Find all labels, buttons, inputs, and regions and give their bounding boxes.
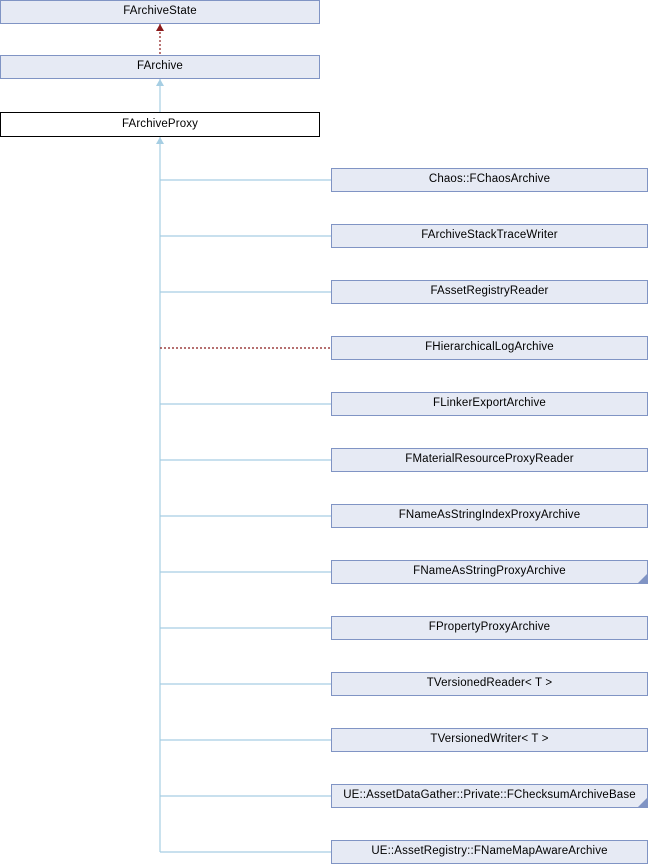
class-node-label: FArchiveState (123, 5, 197, 18)
class-node-farchivestate[interactable]: FArchiveState (0, 0, 320, 24)
class-node-label: FAssetRegistryReader (430, 285, 549, 298)
class-node-label: FHierarchicalLogArchive (425, 341, 554, 354)
class-node-label: FPropertyProxyArchive (428, 621, 551, 634)
corner-fold-icon (638, 574, 647, 583)
class-node-fnameasstringproxyarchive[interactable]: FNameAsStringProxyArchive (331, 560, 648, 584)
class-node-label: TVersionedWriter< T > (430, 733, 549, 746)
corner-fold-icon (638, 798, 647, 807)
class-node-flinkerexportarchive[interactable]: FLinkerExportArchive (331, 392, 648, 416)
class-node-label: UE::AssetRegistry::FNameMapAwareArchive (371, 845, 608, 858)
class-node-fnameasstringindexproxyarchive[interactable]: FNameAsStringIndexProxyArchive (331, 504, 648, 528)
class-node-label: FLinkerExportArchive (433, 397, 546, 410)
class-node-farchivestacktracewriter[interactable]: FArchiveStackTraceWriter (331, 224, 648, 248)
class-node-label: FNameAsStringProxyArchive (413, 565, 566, 578)
class-node-fhierarchicallogarchive[interactable]: FHierarchicalLogArchive (331, 336, 648, 360)
class-node-tversionedreader[interactable]: TVersionedReader< T > (331, 672, 648, 696)
class-node-ue-assetdatagather-private-fchecksumarchivebase[interactable]: UE::AssetDataGather::Private::FChecksumA… (331, 784, 648, 808)
class-node-farchive[interactable]: FArchive (0, 55, 320, 79)
class-node-tversionedwriter[interactable]: TVersionedWriter< T > (331, 728, 648, 752)
class-node-label: FMaterialResourceProxyReader (405, 453, 574, 466)
class-node-label: FArchive (137, 60, 183, 73)
class-node-label: Chaos::FChaosArchive (428, 173, 551, 186)
class-node-chaos-fchaosarchive[interactable]: Chaos::FChaosArchive (331, 168, 648, 192)
class-node-farchiveproxy[interactable]: FArchiveProxy (0, 112, 320, 137)
arrowhead-farchive-to-farchivestate (156, 24, 164, 31)
class-node-fpropertyproxyarchive[interactable]: FPropertyProxyArchive (331, 616, 648, 640)
arrowhead-trunk-to-farchiveproxy (156, 137, 164, 144)
class-node-fassetregistryreader[interactable]: FAssetRegistryReader (331, 280, 648, 304)
class-node-label: FArchiveProxy (121, 117, 199, 130)
class-node-label: FArchiveStackTraceWriter (421, 229, 558, 242)
class-node-label: FNameAsStringIndexProxyArchive (398, 509, 581, 522)
class-node-ue-assetregistry-fnamemapawarearchive[interactable]: UE::AssetRegistry::FNameMapAwareArchive (331, 840, 648, 864)
arrowhead-farchiveproxy-to-farchive (156, 79, 164, 86)
class-node-label: TVersionedReader< T > (426, 677, 553, 690)
class-node-fmaterialresourceproxyreader[interactable]: FMaterialResourceProxyReader (331, 448, 648, 472)
class-node-label: UE::AssetDataGather::Private::FChecksumA… (343, 789, 636, 802)
